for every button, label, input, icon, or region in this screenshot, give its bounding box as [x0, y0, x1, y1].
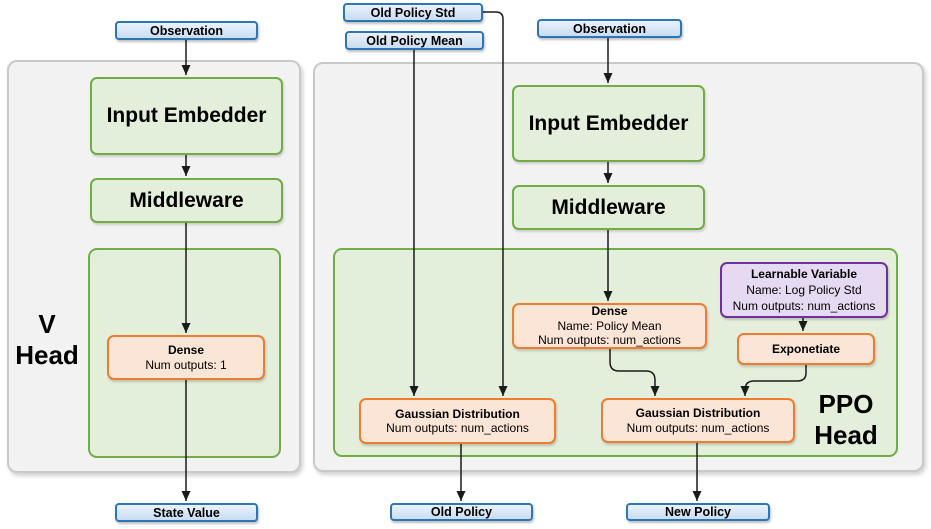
ppo-head-label-line2: Head: [814, 420, 878, 450]
learnable-variable-outputs: Num outputs: num_actions: [732, 299, 876, 313]
gaussian-new-title: Gaussian Distribution: [635, 406, 761, 420]
dense-outputs-v: Num outputs: 1: [145, 357, 227, 372]
new-policy-node: New Policy: [626, 503, 770, 521]
old-policy-std-node: Old Policy Std: [343, 3, 483, 22]
learnable-variable-node: Learnable Variable Name: Log Policy Std …: [720, 262, 888, 318]
input-embedder-node-v: Input Embedder: [90, 77, 283, 155]
old-policy-node: Old Policy: [390, 503, 533, 521]
dense-title-v: Dense: [167, 343, 205, 357]
gaussian-new-outputs: Num outputs: num_actions: [626, 420, 770, 435]
ppo-head-label-line1: PPO: [818, 389, 874, 419]
dense-policy-mean-title: Dense: [591, 304, 628, 319]
dense-policy-mean-node: Dense Name: Policy Mean Num outputs: num…: [512, 303, 707, 349]
gaussian-old-title: Gaussian Distribution: [395, 406, 520, 421]
arrow-exponetiate-to-gaussian-new: [740, 365, 807, 396]
learnable-variable-title: Learnable Variable: [750, 267, 858, 281]
dense-node-v: Dense Num outputs: 1: [107, 335, 265, 380]
learnable-variable-name: Name: Log Policy Std: [746, 283, 862, 297]
input-embedder-node-ppo: Input Embedder: [512, 85, 705, 162]
v-head-label-line2: Head: [15, 340, 79, 370]
exponetiate-node: Exponetiate: [737, 333, 875, 365]
ppo-head-label: PPO Head: [805, 389, 887, 450]
observation-node-ppo: Observation: [537, 19, 682, 38]
dense-policy-mean-name: Name: Policy Mean: [557, 318, 662, 333]
dense-policy-mean-outputs: Num outputs: num_actions: [538, 333, 681, 348]
gaussian-old-outputs: Num outputs: num_actions: [386, 421, 529, 435]
arrow-old-policy-std-to-gaussian-old: [483, 11, 508, 396]
gaussian-distribution-new-node: Gaussian Distribution Num outputs: num_a…: [601, 398, 795, 443]
old-policy-mean-node: Old Policy Mean: [345, 31, 484, 50]
middleware-node-v: Middleware: [90, 178, 283, 223]
observation-node-v: Observation: [115, 21, 258, 40]
state-value-node: State Value: [115, 503, 258, 522]
gaussian-distribution-old-node: Gaussian Distribution Num outputs: num_a…: [359, 398, 556, 444]
arrow-dense-to-gaussian-new: [609, 349, 660, 396]
exponetiate-label: Exponetiate: [771, 341, 840, 356]
middleware-node-ppo: Middleware: [512, 185, 705, 230]
v-head-label-line1: V: [38, 309, 56, 339]
v-head-label: V Head: [6, 309, 88, 371]
